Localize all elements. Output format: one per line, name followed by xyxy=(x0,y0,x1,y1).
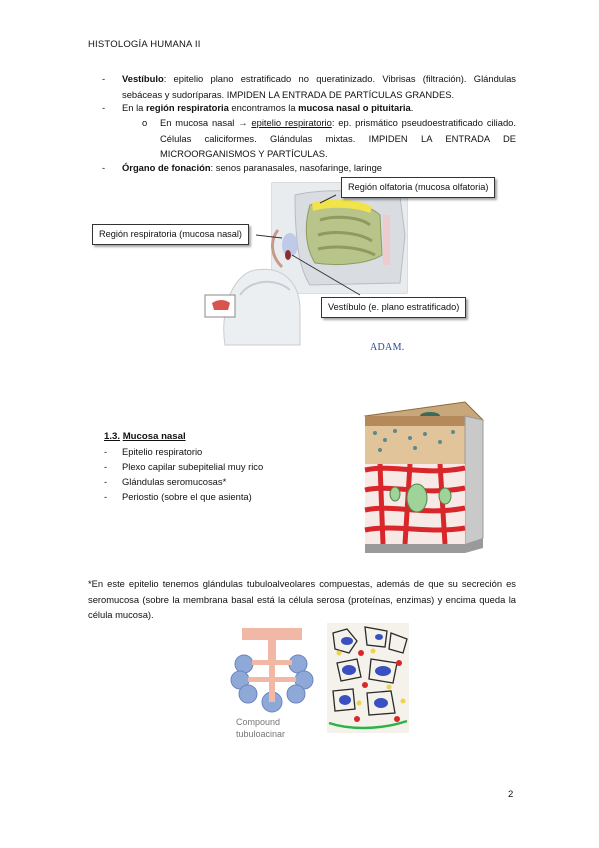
section-number: 1.3. xyxy=(104,431,121,442)
sub-bullet-epitelio: En mucosa nasal → epitelio respiratorio:… xyxy=(160,115,516,162)
list-dash: - xyxy=(104,476,108,487)
section-title: Mucosa nasal xyxy=(122,431,186,442)
list-item: Epitelio respiratorio xyxy=(122,446,203,457)
callout-region-olfatoria: Región olfatoria (mucosa olfatoria) xyxy=(341,177,496,198)
bold-region-respiratoria: región respiratoria xyxy=(145,102,229,113)
caption-tubuloacinar: tubuloacinar xyxy=(236,729,286,739)
bullet-dash: - xyxy=(102,73,106,84)
adam-credit-logo: ADAM. xyxy=(370,342,405,353)
page-number: 2 xyxy=(508,789,514,800)
bullet-dash: - xyxy=(102,162,106,173)
bullet-vestibulo-label: Vestíbulo xyxy=(122,73,164,84)
bullet-dash: - xyxy=(102,102,106,113)
bullet-region-respiratoria: En la región respiratoria encontramos la… xyxy=(122,100,516,116)
caption-compound: Compound xyxy=(236,717,281,727)
running-header: HISTOLOGÍA HUMANA II xyxy=(88,39,201,50)
bold-organo-fonacion: Órgano de fonación xyxy=(122,162,211,173)
list-dash: - xyxy=(104,446,108,457)
list-dash: - xyxy=(104,491,108,502)
bullet-vestibulo-text: : epitelio plano estratificado no querat… xyxy=(122,73,516,100)
sub-bullet-marker: o xyxy=(142,117,148,128)
list-item: Periostio (sobre el que asienta) xyxy=(122,491,252,502)
list-item: Plexo capilar subepitelial muy rico xyxy=(122,461,264,472)
text-fragment: : senos paranasales, nasofaringe, laring… xyxy=(210,162,383,173)
compound-tubuloacinar-diagram xyxy=(230,628,314,713)
list-dash: - xyxy=(104,461,108,472)
bullet-vestibulo: Vestíbulo: epitelio plano estratificado … xyxy=(122,71,516,102)
footnote-paragraph: *En este epitelio tenemos glándulas tubu… xyxy=(88,578,516,620)
text-fragment: encontramos la xyxy=(228,102,299,113)
callout-region-respiratoria: Región respiratoria (mucosa nasal) xyxy=(92,224,249,245)
text-fragment: . xyxy=(410,102,414,113)
list-item: Glándulas seromucosas* xyxy=(122,476,227,487)
underline-epitelio-respiratorio: epitelio respiratorio xyxy=(251,117,332,128)
bold-mucosa-nasal: mucosa nasal o pituitaria xyxy=(298,102,411,113)
bullet-organo-fonacion: Órgano de fonación: senos paranasales, n… xyxy=(122,160,516,176)
callout-vestibulo: Vestíbulo (e. plano estratificado) xyxy=(321,297,467,318)
text-fragment: En la xyxy=(122,102,146,113)
text-fragment: En mucosa nasal → xyxy=(160,117,252,128)
seromucous-gland-micrograph xyxy=(327,623,409,733)
text-fragment: : ep. prismático pseudoestratificado cil… xyxy=(160,117,516,159)
section-heading: 1.3. Mucosa nasal xyxy=(104,429,186,445)
nasal-anatomy-figure xyxy=(204,182,408,346)
mucosa-block-figure xyxy=(363,401,485,553)
